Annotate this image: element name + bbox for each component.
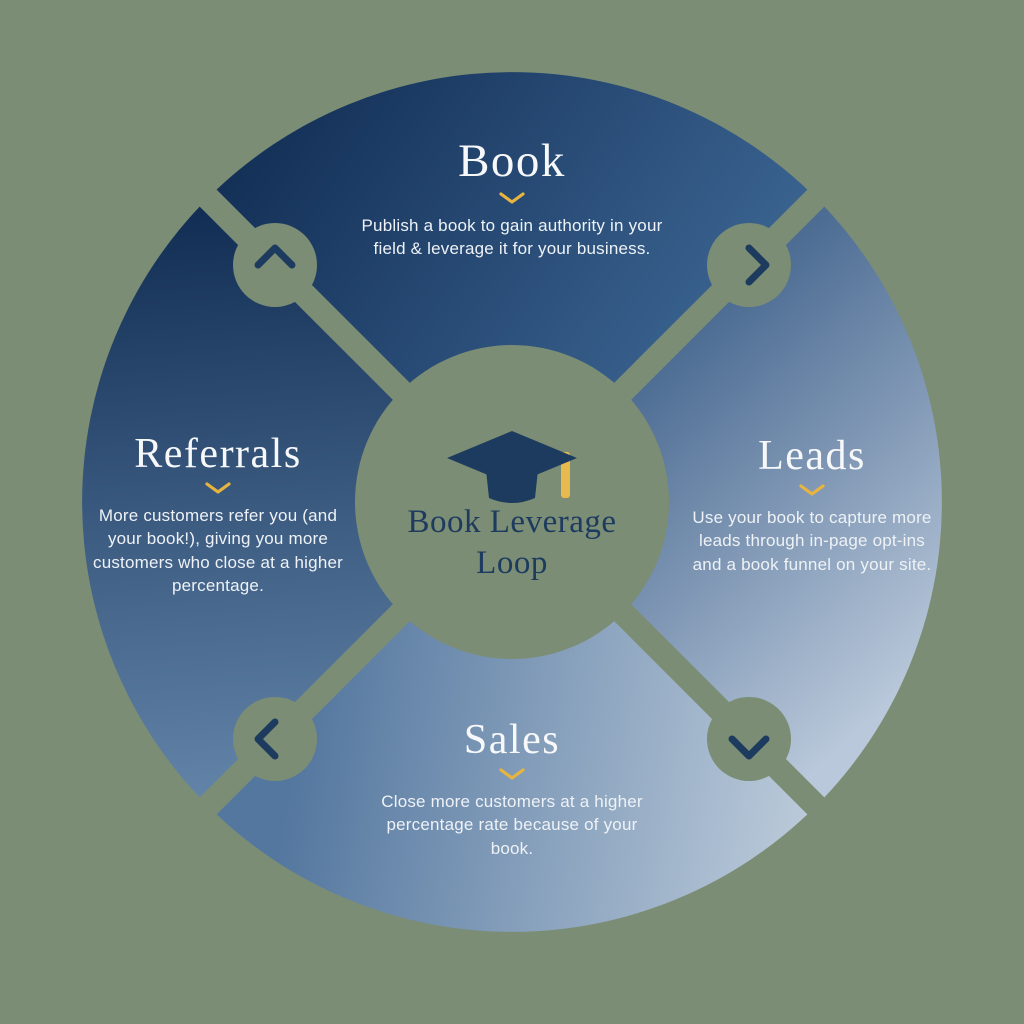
quadrant-referrals: Referrals More customers refer you (and … [62,430,374,598]
loop-arrow-node [233,697,317,781]
quadrant-description-book: Publish a book to gain authority in your… [361,216,663,259]
quadrant-leads: Leads Use your book to capture more lead… [660,432,964,576]
quadrant-description-referrals: More customers refer you (and your book!… [93,506,343,596]
quadrant-book: Book Publish a book to gain authority in… [312,134,712,261]
quadrant-segment-leads [512,198,942,806]
quadrant-title-sales: Sales [463,717,561,763]
quadrant-segment-referrals [82,198,512,806]
clockwise-arrow-icon [745,244,770,286]
chevron-down-icon [205,482,231,494]
loop-arrow-node [233,223,317,307]
clockwise-arrow-icon [728,735,770,760]
graduation-cap-icon [447,431,577,503]
clockwise-arrow-icon [254,718,279,760]
chevron-down-icon [799,484,825,496]
clockwise-arrow-icon [254,244,296,269]
quadrant-title-book: Book [458,135,566,187]
center-title: Book Leverage Loop [352,502,672,585]
quadrant-title-leads: Leads [758,433,866,479]
quadrant-segment-book [208,72,816,502]
quadrant-description-leads: Use your book to capture more leads thro… [692,508,932,574]
quadrant-title-referrals: Referrals [134,431,302,477]
quadrant-sales: Sales Close more customers at a higher p… [362,716,662,860]
chevron-down-icon [499,192,525,204]
chevron-down-icon [499,768,525,780]
loop-arrow-node [707,697,791,781]
quadrant-description-sales: Close more customers at a higher percent… [381,792,643,858]
center-title-line1: Book Leverage [407,504,617,540]
center-title-line2: Loop [476,545,548,582]
quadrant-segment-sales [208,502,816,932]
loop-arrow-node [707,223,791,307]
